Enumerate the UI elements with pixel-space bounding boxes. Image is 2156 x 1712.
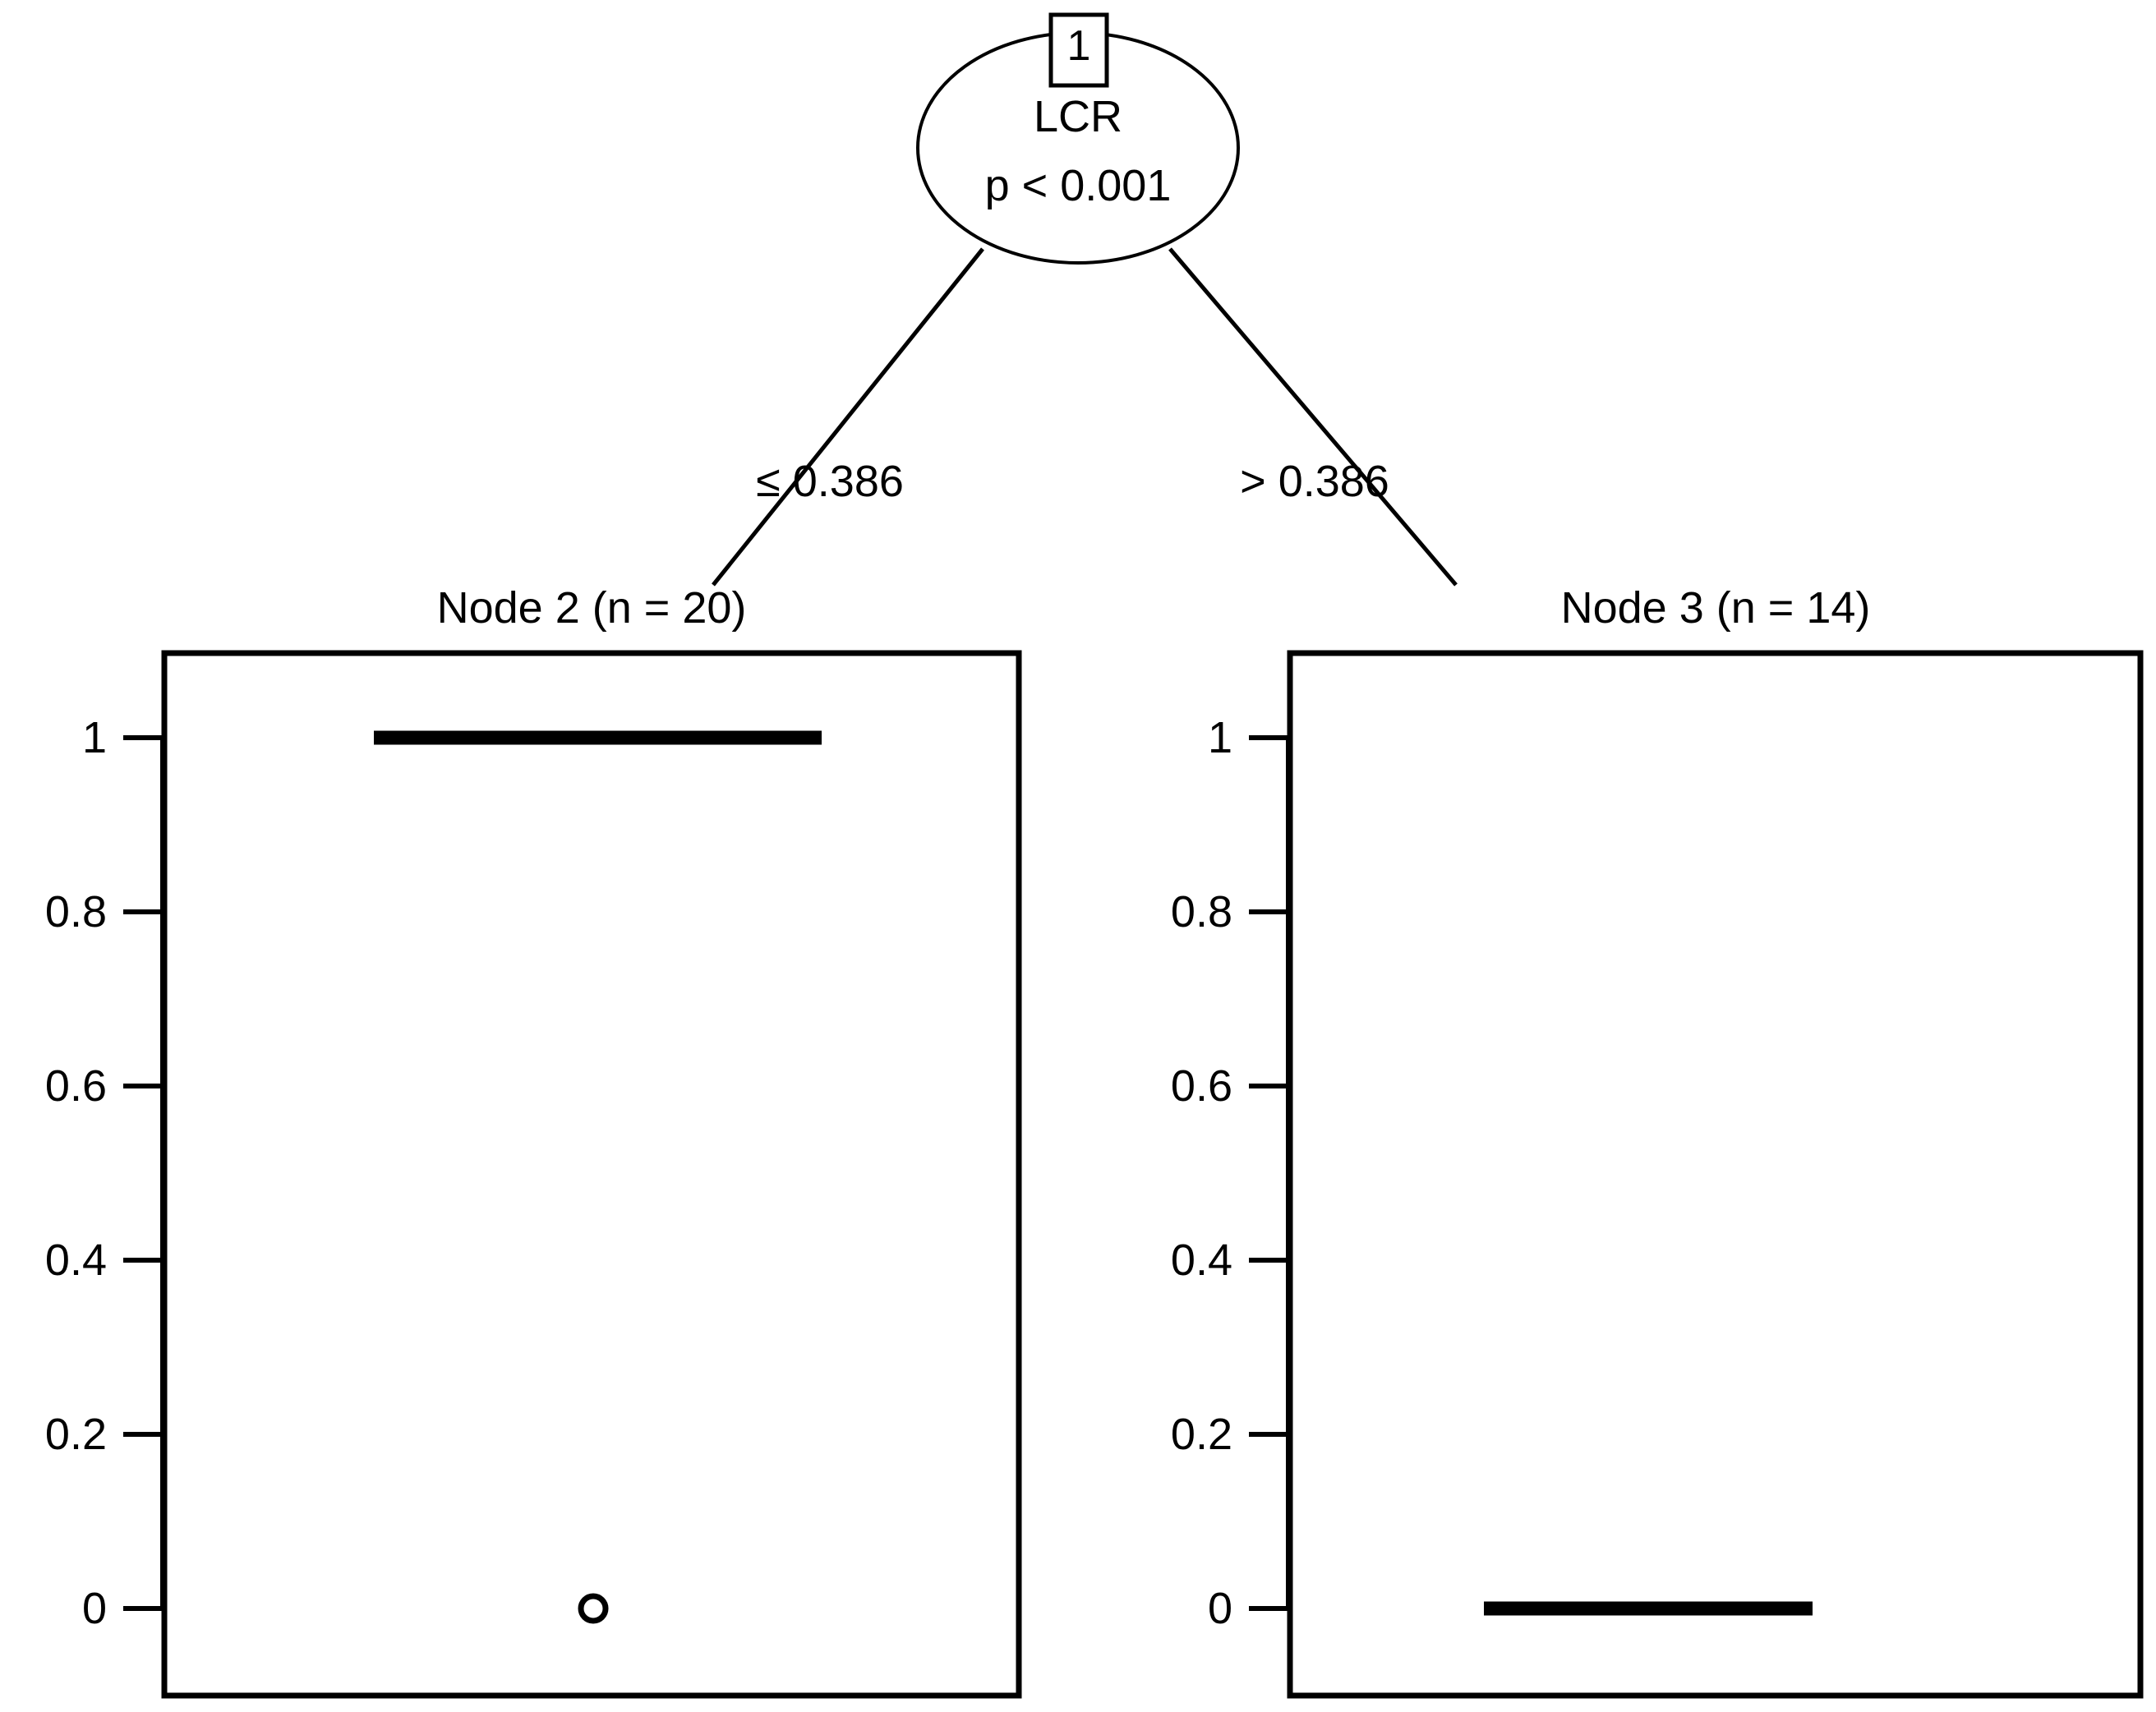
root-node-id-box xyxy=(1048,12,1109,88)
root-node-pvalue-label: p < 0.001 xyxy=(984,161,1172,210)
panel-title-node-3: Node 3 (n = 14) xyxy=(1560,583,1871,633)
root-node-variable-label: LCR xyxy=(1033,92,1123,141)
y-tick-label-node-2: 1 xyxy=(81,713,107,762)
root-node-id-label: 1 xyxy=(1066,22,1091,70)
y-tick-label-node-3: 1 xyxy=(1207,713,1232,762)
y-tick-label-node-3: 0.2 xyxy=(1170,1410,1232,1459)
y-tick-label-node-2: 0.6 xyxy=(44,1061,107,1111)
y-tick-label-node-2: 0 xyxy=(81,1584,107,1633)
y-tick-label-node-2: 0.2 xyxy=(44,1410,107,1459)
y-tick-label-node-3: 0.8 xyxy=(1170,887,1232,937)
y-tick-label-node-3: 0.6 xyxy=(1170,1061,1232,1111)
branch-line-left xyxy=(712,247,984,587)
y-tick-label-node-3: 0.4 xyxy=(1170,1236,1232,1285)
branch-label-left: ≤ 0.386 xyxy=(756,457,904,506)
branch-line-right xyxy=(1168,247,1458,587)
y-tick-label-node-2: 0.4 xyxy=(44,1236,107,1285)
branch-label-right: > 0.386 xyxy=(1240,457,1389,506)
y-tick-label-node-2: 0.8 xyxy=(44,887,107,937)
panel-frame-node-3 xyxy=(1287,650,2144,1699)
panel-title-node-2: Node 2 (n = 20) xyxy=(436,583,747,633)
panel-frame-node-2 xyxy=(161,650,1022,1699)
y-tick-label-node-3: 0 xyxy=(1207,1584,1232,1633)
boxplot-outlier-node-2 xyxy=(578,1593,609,1624)
